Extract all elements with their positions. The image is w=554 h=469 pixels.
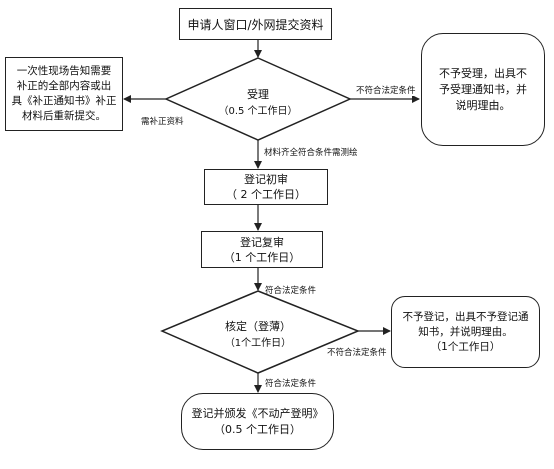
second-review-title: 登记复审 [240,235,284,249]
reject-acceptance-box: 不予受理，出具不 予受理通知书，并 说明理由。 [421,33,545,146]
verify-title: 核定（登薄） [225,320,291,333]
issue-certificate-title: 登记并颁发《不动产登明》 [191,406,324,420]
second-review-time: （1 个工作日） [223,250,301,264]
submit-box: 申请人窗口/外网提交资料 [179,8,332,40]
supplement-notice-box: 一次性现场告知需要 补正的全部内容或出 具《补正通知书》补正 材料后重新提交。 [5,57,123,131]
edge-label-compliant-verify: 符合法定条件 [264,377,318,389]
reject-registration-text: 不予登记，出具不予登记通 知书，并说明理由。 （1个工作日） [402,310,529,353]
accept-title: 受理 [247,88,269,101]
accept-time: （0.5 个工作日） [218,106,298,117]
edge-label-not-compliant-accept: 不符合法定条件 [355,84,417,96]
issue-certificate-time: （0.5 个工作日） [214,422,301,436]
edge-label-not-compliant-verify: 不符合法定条件 [326,346,388,358]
edge-label-need-supplement: 需补正资料 [140,115,185,127]
issue-certificate-box: 登记并颁发《不动产登明》 （0.5 个工作日） [181,393,334,450]
reject-acceptance-text: 不予受理，出具不 予受理通知书，并 说明理由。 [439,66,527,112]
supplement-notice-text: 一次性现场告知需要 补正的全部内容或出 具《补正通知书》补正 材料后重新提交。 [11,65,117,122]
initial-review-time: （ 2 个工作日） [226,188,306,201]
second-review-box: 登记复审 （1 个工作日） [201,231,323,268]
verify-time: （1个工作日） [224,338,292,349]
reject-registration-box: 不予登记，出具不予登记通 知书，并说明理由。 （1个工作日） [391,296,540,368]
edge-label-compliant-review: 符合法定条件 [265,286,317,296]
initial-review-box: 登记初审 （ 2 个工作日） [204,169,328,205]
initial-review-title: 登记初审 [244,173,288,186]
edge-label-materials-complete: 材料齐全符合条件需测绘 [263,146,359,158]
submit-label: 申请人窗口/外网提交资料 [187,17,324,32]
